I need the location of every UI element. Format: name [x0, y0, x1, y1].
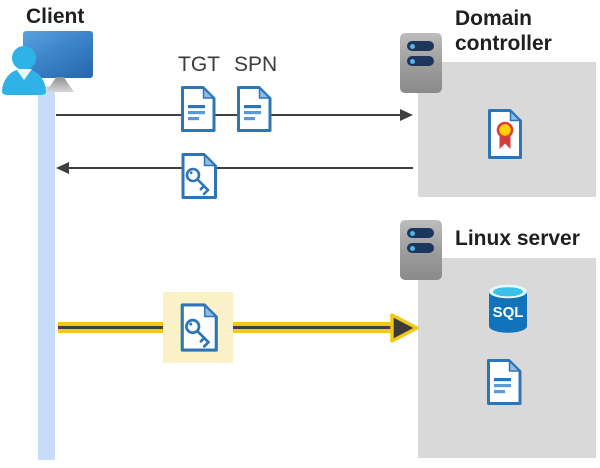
linux-server-label: Linux server [455, 227, 580, 250]
client-user-icon [12, 46, 36, 70]
server-led-icon [410, 230, 415, 236]
sql-connection-arrow-head-icon [390, 313, 419, 343]
server-led-icon [410, 58, 415, 64]
tgt-label: TGT [178, 53, 220, 76]
keytab-document-icon [487, 359, 522, 405]
client-label: Client [26, 5, 85, 28]
server-drive-slot [407, 243, 434, 253]
linux-server-icon [400, 220, 442, 280]
server-led-icon [410, 245, 415, 251]
request-arrow-head-icon [400, 109, 413, 121]
server-drive-slot [407, 228, 434, 238]
spn-ticket-document-icon [237, 86, 272, 132]
request-arrow-line [56, 114, 402, 116]
certificate-icon [488, 109, 522, 159]
domain-controller-server-icon [400, 33, 442, 93]
server-led-icon [410, 43, 415, 49]
client-timeline-bar [38, 86, 55, 460]
sql-database-icon: SQL [489, 284, 527, 333]
response-arrow-line [68, 167, 413, 169]
response-arrow-head-icon [56, 162, 69, 174]
spn-label: SPN [234, 53, 278, 76]
server-drive-slot [407, 41, 434, 51]
domain-controller-label: Domain controller [455, 7, 552, 55]
server-drive-slot [407, 56, 434, 66]
highlighted-key-ticket-icon [180, 303, 218, 352]
sql-label: SQL [493, 304, 524, 321]
monitor-stand-icon [46, 77, 74, 92]
tgt-ticket-document-icon [181, 86, 216, 132]
key-ticket-document-icon [181, 153, 217, 199]
